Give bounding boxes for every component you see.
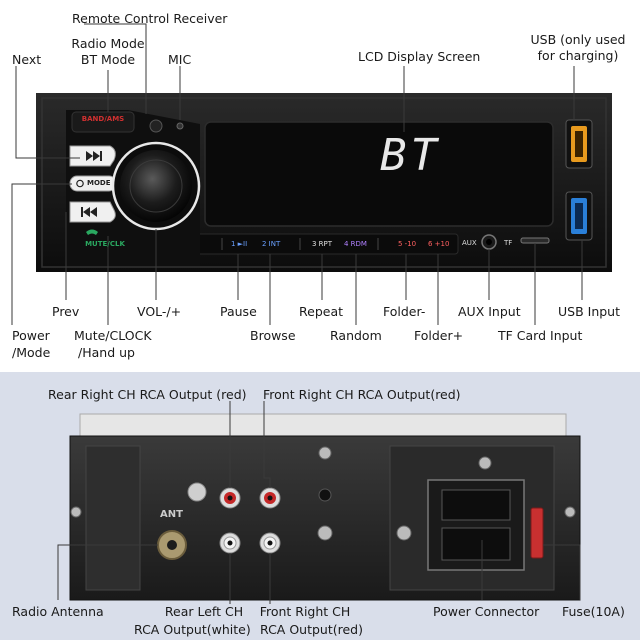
remote-receiver [149,119,163,133]
back-unit [69,413,581,601]
screw [317,525,333,541]
tf-slot[interactable] [520,237,550,244]
label-usb-charging-2: for charging) [537,48,619,63]
label-radio-mode: Radio Mode [71,36,145,51]
btn-2-text: 2 INT [262,240,281,248]
label-front-right-2: RCA Output(red) [260,622,363,637]
btn-4-text: 4 RDM [344,240,367,248]
back-callout-lines [57,401,581,604]
front-callout-lines [11,23,583,325]
screw [564,506,576,518]
screw [318,446,332,460]
screw [396,525,412,541]
fuse [530,507,544,559]
mic-hole [176,122,184,130]
label-usb-charging-1: USB (only used [530,32,626,47]
mode-text: MODE [87,179,111,187]
label-folder-minus: Folder- [383,304,426,319]
label-repeat: Repeat [299,304,344,319]
next-icon [86,151,100,161]
label-next: Next [12,52,42,67]
lcd-screen [204,121,554,227]
lcd-display-text: BT [380,130,441,181]
label-lcd: LCD Display Screen [358,49,481,64]
label-prev: Prev [52,304,80,319]
band-button[interactable] [71,111,135,133]
label-rear-left-1: Rear Left CH [164,604,244,619]
label-remote-receiver: Remote Control Receiver [72,11,228,26]
band-ams-text: BAND/AMS [81,115,125,123]
label-mode: /Mode [12,345,51,360]
label-power-connector: Power Connector [433,604,540,619]
label-front-right-1: Front Right CH [259,604,351,619]
label-tf-card: TF Card Input [498,328,583,343]
label-browse: Browse [250,328,296,343]
label-power: Power [12,328,50,343]
phone-icon [86,229,98,235]
rca-rear-left[interactable] [219,532,241,554]
label-pause: Pause [220,304,257,319]
tf-text: TF [504,239,513,247]
label-vol: VOL-/+ [137,304,182,319]
label-mic: MIC [168,52,192,67]
btn-3-text: 3 RPT [312,240,333,248]
label-rear-right-rca: Rear Right CH RCA Output (red) [48,387,247,402]
label-folder-plus: Folder+ [414,328,464,343]
label-usb-input: USB Input [558,304,620,319]
label-aux-input: AUX Input [458,304,521,319]
ce-sticker [187,482,207,502]
label-bt-mode: BT Mode [80,52,136,67]
rca-front-right-bottom[interactable] [259,532,281,554]
screw [478,456,492,470]
rca-front-right-top[interactable] [259,487,281,509]
label-radio-antenna: Radio Antenna [12,604,104,619]
screw [70,506,82,518]
mute-clk-text: MUTE/CLK [85,240,125,248]
btn-6-text: 6 +10 [428,240,450,248]
label-front-right-rca-top: Front Right CH RCA Output(red) [263,387,461,402]
label-fuse: Fuse(10A) [562,604,625,619]
aux-text: AUX [462,239,477,247]
ant-text: ANT [160,509,183,520]
label-random: Random [330,328,382,343]
front-unit [36,93,612,272]
prev-icon [83,207,97,217]
power-icon [76,179,84,188]
label-mute-clock: Mute/CLOCK [74,328,152,343]
btn-5-text: 5 -10 [398,240,417,248]
rca-rear-right[interactable] [219,487,241,509]
btn-1-text: 1 ►II [231,240,248,248]
label-rear-left-2: RCA Output(white) [134,622,251,637]
label-hand-up: /Hand up [78,345,135,360]
